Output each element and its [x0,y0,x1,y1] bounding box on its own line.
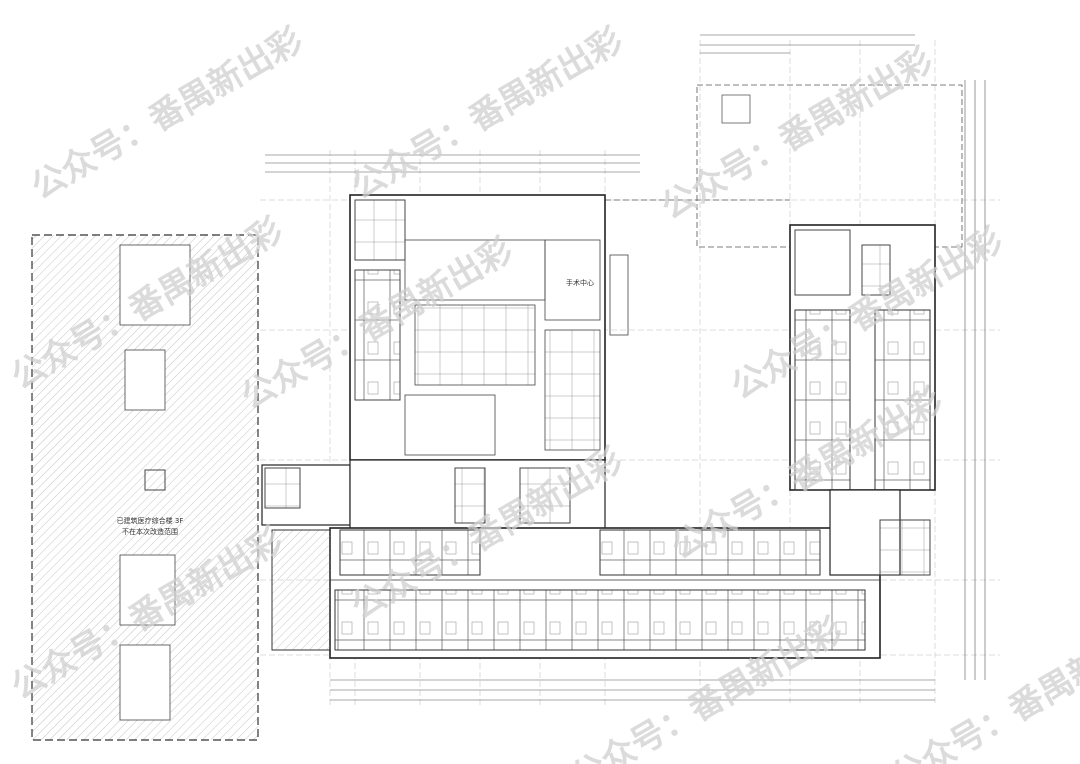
surgery-center-block: 手术中心 [349,194,629,461]
stair-core-block [261,459,606,531]
surgery-center-label: 手术中心 [566,278,594,287]
existing-building-note: 不在本次改造范围 [122,527,178,536]
site-outline-room [721,94,751,124]
bottom-ward-wing [271,527,881,659]
top-dimension-lines [265,34,915,173]
watermark: 公众号：番禺新出彩 [885,610,1080,764]
bottom-dimension-lines [330,679,935,701]
watermark: 公众号：番禺新出彩 [345,20,630,208]
right-ward-wing [789,224,936,576]
watermark: 公众号：番禺新出彩 [25,20,310,208]
right-dimension-lines [964,80,986,680]
existing-building-label: 已建筑医疗综合楼 3F [117,516,184,525]
existing-building-block: 已建筑医疗综合楼 3F 不在本次改造范围 [31,234,259,741]
